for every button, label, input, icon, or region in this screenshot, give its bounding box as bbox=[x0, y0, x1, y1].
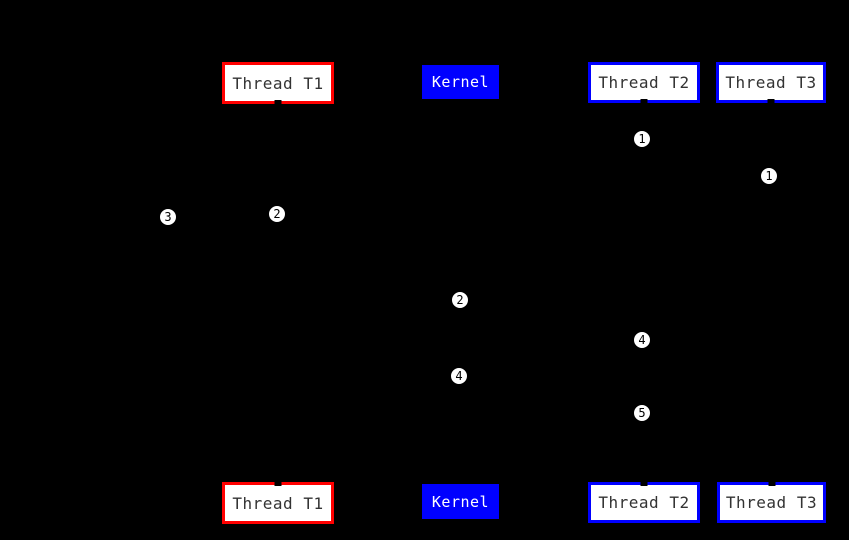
event-marker-1: 1 bbox=[633, 130, 651, 148]
event-marker-2b: 2 bbox=[451, 291, 469, 309]
lifeline-stub bbox=[640, 482, 648, 486]
actor-box-thread-t2-top: Thread T2 bbox=[588, 62, 700, 103]
actor-label-thread-t2-bottom: Thread T2 bbox=[598, 493, 690, 512]
actor-label-thread-t3-bottom: Thread T3 bbox=[725, 493, 818, 512]
actor-label-thread-t3-top: Thread T3 bbox=[725, 73, 817, 92]
actor-box-thread-t3-top: Thread T3 bbox=[716, 62, 826, 103]
lifeline-stub bbox=[640, 99, 648, 103]
event-marker-label: 2 bbox=[273, 207, 281, 221]
event-marker-2: 2 bbox=[268, 205, 286, 223]
event-marker-4b: 4 bbox=[450, 367, 468, 385]
event-marker-label: 4 bbox=[638, 333, 646, 347]
event-marker-label: 1 bbox=[638, 132, 646, 146]
lifeline-stub bbox=[274, 482, 282, 486]
actor-box-thread-t1-top: Thread T1 bbox=[222, 62, 334, 104]
actor-box-thread-t3-bottom: Thread T3 bbox=[717, 482, 826, 523]
lifeline-stub bbox=[768, 482, 775, 486]
event-marker-label: 3 bbox=[164, 210, 172, 224]
event-marker-label: 1 bbox=[765, 169, 773, 183]
actor-label-thread-t2-top: Thread T2 bbox=[598, 73, 690, 92]
actor-box-kernel-top: Kernel bbox=[422, 65, 499, 99]
actor-box-kernel-bottom: Kernel bbox=[422, 484, 499, 519]
lifeline-stub bbox=[274, 100, 282, 104]
event-marker-5: 5 bbox=[633, 404, 651, 422]
event-marker-label: 2 bbox=[456, 293, 464, 307]
event-marker-label: 4 bbox=[455, 369, 463, 383]
event-marker-1b: 1 bbox=[760, 167, 778, 185]
event-marker-label: 5 bbox=[638, 406, 646, 420]
actor-label-kernel-top: Kernel bbox=[431, 73, 490, 91]
actor-label-thread-t1-bottom: Thread T1 bbox=[232, 493, 324, 513]
event-marker-3: 3 bbox=[159, 208, 177, 226]
actor-box-thread-t2-bottom: Thread T2 bbox=[588, 482, 700, 523]
actor-box-thread-t1-bottom: Thread T1 bbox=[222, 482, 334, 524]
actor-label-thread-t1-top: Thread T1 bbox=[232, 73, 324, 93]
actor-label-kernel-bottom: Kernel bbox=[431, 492, 490, 511]
lifeline-stub bbox=[767, 99, 775, 103]
event-marker-4: 4 bbox=[633, 331, 651, 349]
